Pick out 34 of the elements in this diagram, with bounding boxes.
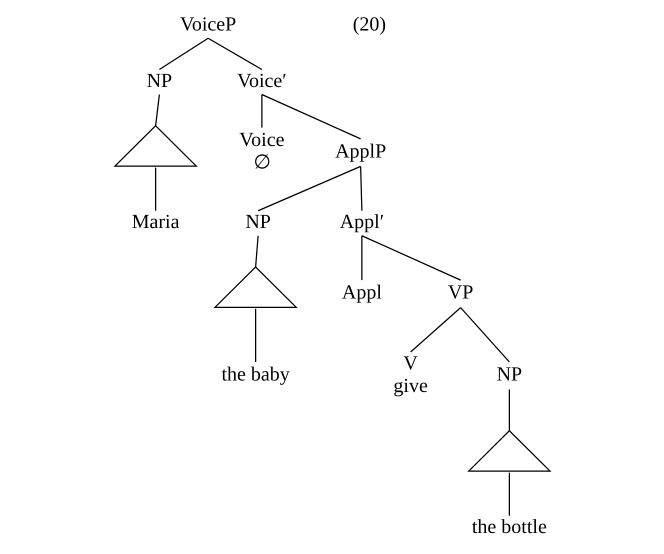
connector <box>158 38 208 70</box>
connector <box>207 38 262 70</box>
connector <box>257 166 360 212</box>
label: (20) <box>352 14 386 36</box>
node-triangle <box>212 266 298 308</box>
node-text: Appl <box>341 282 382 304</box>
connector <box>254 308 256 362</box>
connector <box>410 307 461 352</box>
connector <box>260 94 262 128</box>
connector <box>360 236 362 280</box>
node-text: the bottle <box>471 516 546 538</box>
node-text: Voice′ <box>236 70 286 92</box>
connector <box>154 168 156 211</box>
node-text: Voice ∅ <box>238 129 284 174</box>
node-text: Maria <box>131 211 180 233</box>
node-text: Appl′ <box>339 211 384 233</box>
connector <box>154 94 160 126</box>
connector <box>360 166 362 211</box>
node-text: NP <box>244 211 270 233</box>
node-text: VoiceP <box>179 14 236 36</box>
node-triangle <box>112 124 198 167</box>
node-text: NP <box>496 364 522 386</box>
node-text: ApplP <box>334 140 386 162</box>
node-text: NP <box>146 70 172 92</box>
connector <box>361 235 460 281</box>
connector <box>254 236 258 268</box>
node-text: V give <box>392 352 428 397</box>
connector <box>261 94 360 140</box>
connector <box>508 472 510 516</box>
connector <box>508 390 510 431</box>
node-triangle <box>466 430 552 472</box>
connector <box>460 307 510 362</box>
node-text: the baby <box>220 364 290 386</box>
node-text: VP <box>447 282 473 304</box>
